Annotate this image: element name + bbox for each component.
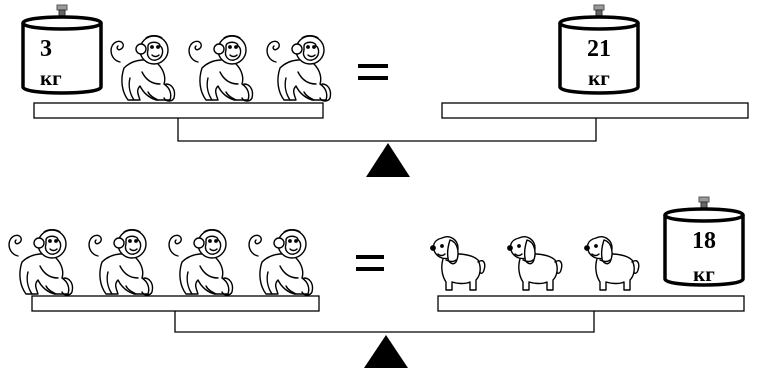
pan-right xyxy=(441,102,749,119)
dog-icon xyxy=(584,236,640,291)
weight-value: 18 xyxy=(692,228,716,254)
scale-top: 3 кг 21 кг xyxy=(21,3,749,177)
fulcrum-icon xyxy=(364,335,408,368)
weight-value: 3 xyxy=(40,36,52,62)
monkey-icon xyxy=(88,229,154,296)
fulcrum-icon xyxy=(366,143,410,177)
equals-sign xyxy=(358,64,388,80)
weight-icon: 18 кг xyxy=(663,195,745,287)
weight-value: 21 xyxy=(587,36,611,62)
monkey-icon xyxy=(188,35,254,102)
monkey-icon xyxy=(8,229,74,296)
pan-left xyxy=(33,102,324,119)
monkey-icon xyxy=(248,229,314,296)
monkey-icon xyxy=(168,229,234,296)
scale-bottom: 18 кг xyxy=(8,195,745,368)
beam xyxy=(177,118,597,142)
pan-right xyxy=(437,295,745,312)
weight-icon: 3 кг xyxy=(21,3,103,95)
pan-left xyxy=(31,295,320,312)
weight-unit: кг xyxy=(693,262,715,286)
weight-unit: кг xyxy=(588,66,610,90)
weight-icon: 21 кг xyxy=(558,3,640,95)
monkey-icon xyxy=(266,35,332,102)
dog-icon xyxy=(430,236,486,291)
monkey-icon xyxy=(110,35,176,102)
beam xyxy=(174,311,595,333)
dog-icon xyxy=(507,236,563,291)
weight-unit: кг xyxy=(40,66,62,90)
equals-sign xyxy=(356,255,384,271)
